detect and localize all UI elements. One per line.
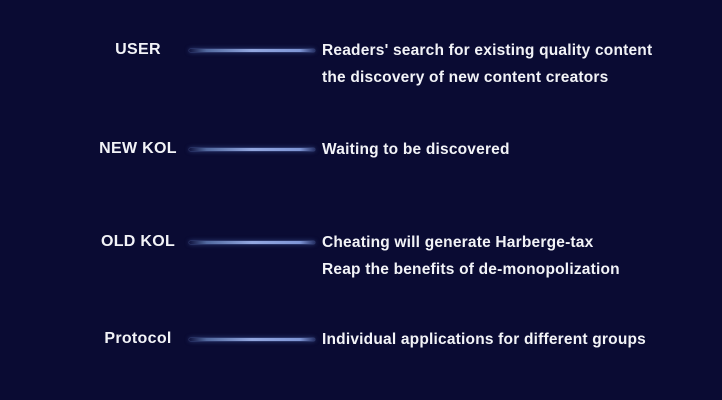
connector-line [189, 338, 315, 341]
row-description-protocol: Individual applications for different gr… [322, 326, 646, 353]
description-line: the discovery of new content creators [322, 69, 609, 86]
row-label-old-kol: OLD KOL [100, 233, 176, 250]
connector-line [189, 148, 315, 151]
row-label-user: USER [115, 41, 161, 58]
row-description-user: Readers' search for existing quality con… [322, 37, 652, 91]
description-line: Readers' search for existing quality con… [322, 42, 653, 59]
row-description-new-kol: Waiting to be discovered [322, 136, 510, 163]
row-label-new-kol: NEW KOL [99, 140, 177, 157]
description-line: Waiting to be discovered [322, 141, 510, 158]
description-line: Reap the benefits of de-monopolization [322, 261, 620, 278]
row-description-old-kol: Cheating will generate Harberge-tax Reap… [322, 229, 620, 283]
row-label-protocol: Protocol [104, 330, 172, 347]
connector-line [189, 49, 315, 52]
description-line: Cheating will generate Harberge-tax [322, 234, 594, 251]
connector-line [189, 241, 315, 244]
description-line: Individual applications for different gr… [322, 331, 646, 348]
